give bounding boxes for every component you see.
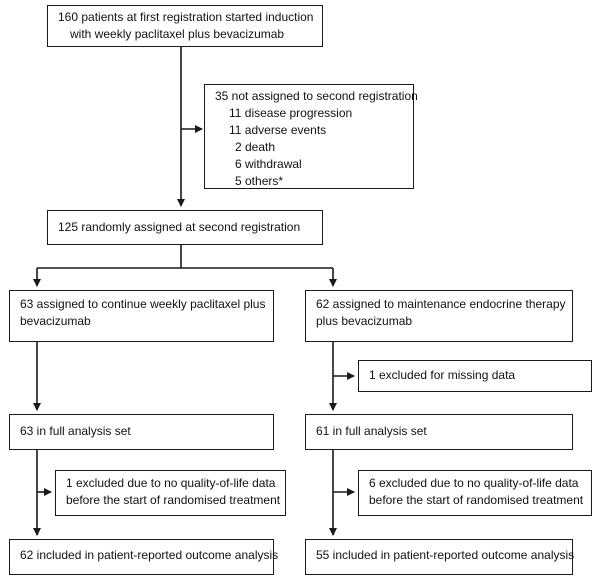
- arm-a-excluded-qol-box: 1 excluded due to no quality-of-life dat…: [55, 470, 286, 516]
- arm-b-full-analysis-box: 61 in full analysis set: [305, 414, 573, 450]
- reason-adverse-events: 11 adverse events: [229, 123, 327, 137]
- reason-withdrawal: 6 withdrawal: [235, 157, 302, 171]
- initial-box: 160 patients at first registration start…: [47, 5, 323, 47]
- arm-b-excluded-line2: before the start of randomised treatment: [369, 493, 584, 507]
- arm-b-full-analysis-text: 61 in full analysis set: [316, 424, 427, 438]
- arm-b-excluded-qol-box: 6 excluded due to no quality-of-life dat…: [358, 470, 592, 516]
- arm-a-pro-analysis-box: 62 included in patient-reported outcome …: [9, 539, 279, 575]
- initial-text-line2: with weekly paclitaxel plus bevacizumab: [70, 27, 285, 41]
- arm-b-excluded-missing-text: 1 excluded for missing data: [369, 368, 516, 382]
- arm-b-assigned-line1: 62 assigned to maintenance endocrine the…: [316, 297, 566, 311]
- arm-a-assigned-box: 63 assigned to continue weekly paclitaxe…: [9, 290, 274, 342]
- reason-disease-progression: 11 disease progression: [229, 106, 353, 120]
- arm-b-assigned-box: 62 assigned to maintenance endocrine the…: [305, 290, 573, 342]
- arm-a-assigned-line1: 63 assigned to continue weekly paclitaxe…: [20, 297, 266, 311]
- arm-a-full-analysis-box: 63 in full analysis set: [9, 414, 274, 450]
- reason-others: 5 others*: [235, 174, 284, 188]
- not-assigned-box: 35 not assigned to second registration 1…: [204, 84, 418, 189]
- reason-death: 2 death: [235, 140, 276, 154]
- randomised-box: 125 randomly assigned at second registra…: [47, 210, 323, 245]
- initial-text-line1: 160 patients at first registration start…: [58, 10, 314, 24]
- arm-b-pro-analysis-text: 55 included in patient-reported outcome …: [316, 548, 575, 562]
- randomised-text: 125 randomly assigned at second registra…: [58, 220, 301, 234]
- arm-b-pro-analysis-box: 55 included in patient-reported outcome …: [305, 539, 575, 575]
- arm-b-excluded-missing-box: 1 excluded for missing data: [358, 360, 592, 392]
- arm-a-excluded-line2: before the start of randomised treatment: [66, 493, 281, 507]
- arm-b-excluded-line1: 6 excluded due to no quality-of-life dat…: [369, 476, 579, 490]
- arm-b-assigned-line2: plus bevacizumab: [316, 314, 413, 328]
- not-assigned-title: 35 not assigned to second registration: [215, 89, 418, 103]
- arm-a-excluded-line1: 1 excluded due to no quality-of-life dat…: [66, 476, 276, 490]
- arm-a-full-analysis-text: 63 in full analysis set: [20, 424, 131, 438]
- arm-a-assigned-line2: bevacizumab: [20, 314, 91, 328]
- arm-a-pro-analysis-text: 62 included in patient-reported outcome …: [20, 548, 279, 562]
